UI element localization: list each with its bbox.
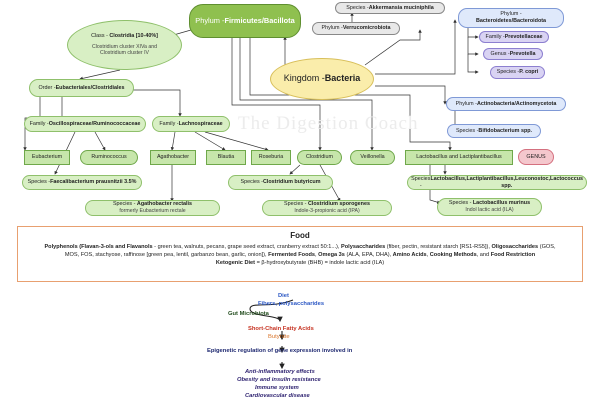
family-oscillospiraceae-node: Family - Oscillospiraceae/Ruminococcacea…: [24, 116, 146, 132]
food-line-2: MOS, FOS, stachyose, raffinose [green pe…: [64, 251, 536, 258]
class-clostridia-node: Class - Clostridia [10-40%] Clostridium …: [67, 20, 182, 70]
taxonomy-diagram: The Digestion Coach Species - Akkermansi…: [22, 2, 587, 216]
flow-epigenetic: Epigenetic regulation of gene expression…: [207, 348, 353, 354]
genus-legend-node: GENUS: [518, 149, 554, 165]
species-akkermansia-node: Species - Akkermansia muciniphila: [335, 2, 445, 14]
family-prevotellaceae-node: Family - Prevotellaceae: [479, 31, 549, 43]
genus-eubacterium-node: Eubacterium: [24, 150, 70, 165]
genus-clostridium-node: Clostridium: [297, 150, 342, 165]
genus-blautia-node: Blautia: [206, 150, 246, 165]
species-clostridium-sporogenes-node: Species - Clostridium sporogenes Indole-…: [262, 200, 392, 216]
species-agathobacter-node: Species - Agathobacter rectalis formerly…: [85, 200, 220, 216]
flow-outcome: Obesity and insulin resistance: [237, 377, 321, 383]
food-line-1: Polyphenols (Flavan-3-ols and Flavanols …: [44, 243, 556, 250]
phylum-bacteroidetes-node: Phylum - Bacteroidetes/Bacteroidota: [458, 8, 564, 28]
family-lachnospiraceae-node: Family - Lachnospiraceae: [152, 116, 230, 132]
phylum-firmicutes-node: Phylum - Firmicutes/Bacillota: [189, 4, 301, 38]
flow-arrows: [249, 299, 294, 370]
kingdom-bacteria-node: Kingdom - Bacteria: [270, 58, 374, 100]
food-line-3: Ketogenic Diet = β-hydroxybutyrate (BHB)…: [215, 259, 385, 266]
pathway-flow: Diet Fibers, polysaccharides Gut Microbi…: [0, 287, 600, 400]
order-eubacteriales-node: Order - Eubacteriales/Clostridiales: [29, 79, 134, 97]
flow-fibers: Fibers, polysaccharides: [258, 301, 325, 307]
flow-outcome: Immune system: [255, 385, 299, 391]
genus-roseburia-node: Roseburia: [251, 150, 291, 165]
species-lactobacillus-murinus-node: Species - Lactobacillus murinus Indol la…: [437, 198, 542, 216]
species-lactobacillus-group-node: Species - Lactobacillus,Lactiplantibacil…: [407, 175, 587, 190]
flow-butyrate: Butyrate: [268, 334, 290, 340]
species-bifidobacterium-node: Species - Bifidobacterium spp.: [447, 124, 541, 138]
watermark: The Digestion Coach: [238, 113, 419, 134]
genus-veillonella-node: Veillonella: [350, 150, 395, 165]
flow-diet: Diet: [278, 293, 289, 299]
species-pcopri-node: Species - P. copri: [490, 66, 545, 79]
food-title: Food: [290, 231, 310, 240]
species-clostridium-butyricum-node: Species - Clostridium butyricum: [228, 175, 333, 190]
genus-agathobacter-node: Agathobacter: [150, 150, 196, 165]
food-box: Food Polyphenols (Flavan-3-ols and Flava…: [17, 226, 583, 282]
genus-prevotella-node: Genus - Prevotella: [483, 48, 543, 60]
species-faecalibacterium-node: Species - Faecalibacterium prausnitzii 3…: [22, 175, 142, 190]
flow-outcome: Cardiovascular disease: [245, 393, 310, 399]
flow-outcome: Anti-inflammatory effects: [245, 369, 315, 375]
genus-ruminococcus-node: Ruminococcus: [80, 150, 138, 165]
genus-lactobacillus-node: Lactobacillus and Lactiplantibacillus: [405, 150, 513, 165]
phylum-verrucomicrobiota-node: Phylum - Verrucomicrobiota: [312, 22, 400, 35]
flow-gut-microbiota: Gut Microbiota: [228, 311, 269, 317]
flow-scfa: Short-Chain Fatty Acids: [248, 326, 314, 332]
phylum-actinobacteria-node: Phylum - Actinobacteria/Actinomycetota: [446, 97, 566, 111]
